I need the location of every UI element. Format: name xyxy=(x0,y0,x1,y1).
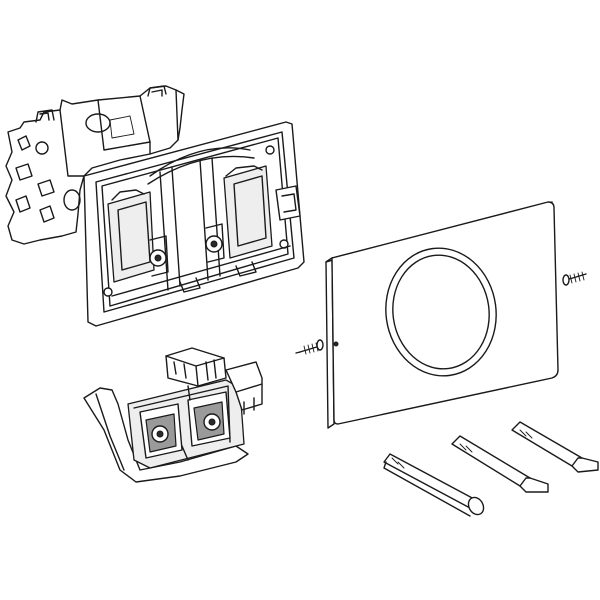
actuating-rods xyxy=(383,421,599,517)
mounting-frame xyxy=(5,85,185,245)
rod-1 xyxy=(383,453,485,517)
actuator-module xyxy=(83,347,263,483)
rod-3 xyxy=(511,421,599,473)
cover-plate xyxy=(325,201,559,429)
screw-left xyxy=(295,339,324,355)
carrier-frame xyxy=(83,121,305,327)
rod-2 xyxy=(451,435,549,493)
screw-right xyxy=(562,271,587,286)
screws xyxy=(295,271,587,355)
